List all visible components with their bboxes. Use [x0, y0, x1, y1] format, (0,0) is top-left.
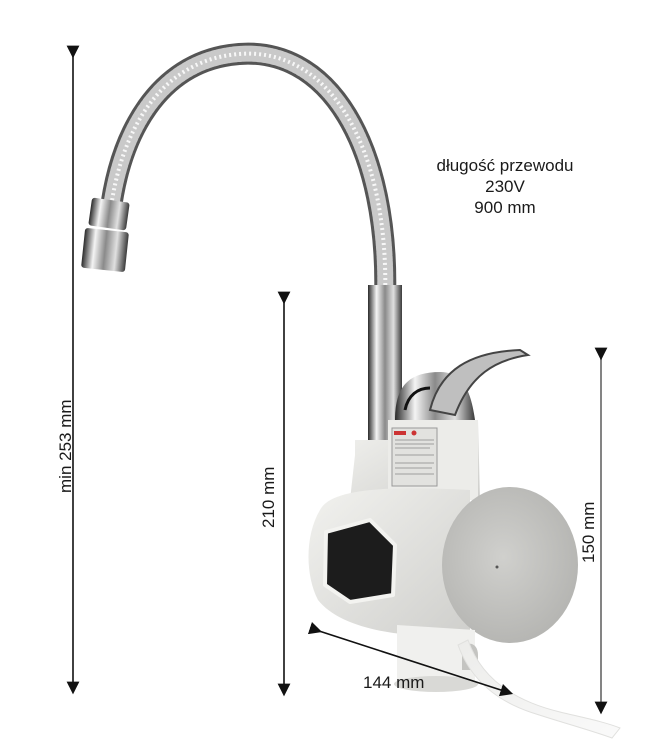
body-height-label: 210 mm [259, 466, 278, 528]
depth-arrow [307, 621, 514, 697]
flexible-hose [99, 42, 397, 311]
heater-upper-body [350, 420, 480, 500]
depth-label: 144 mm [363, 673, 425, 692]
power-cable [457, 639, 621, 739]
cable-spec-note: długość przewodu 230V 900 mm [405, 155, 605, 218]
total-height-label: min 253 mm [56, 399, 75, 493]
heater-height-label: 150 mm [579, 501, 598, 563]
cable-length-label: długość przewodu [436, 156, 574, 175]
end-cap [442, 487, 578, 643]
voltage-label: 230V [485, 177, 525, 196]
lever-handle [395, 348, 531, 420]
display-panel-icon [323, 518, 397, 604]
rating-label [391, 427, 438, 487]
dimension-arrows [66, 45, 608, 715]
heater-main-body [308, 487, 578, 643]
cable-length-value: 900 mm [474, 198, 536, 217]
spout-head [81, 197, 130, 272]
